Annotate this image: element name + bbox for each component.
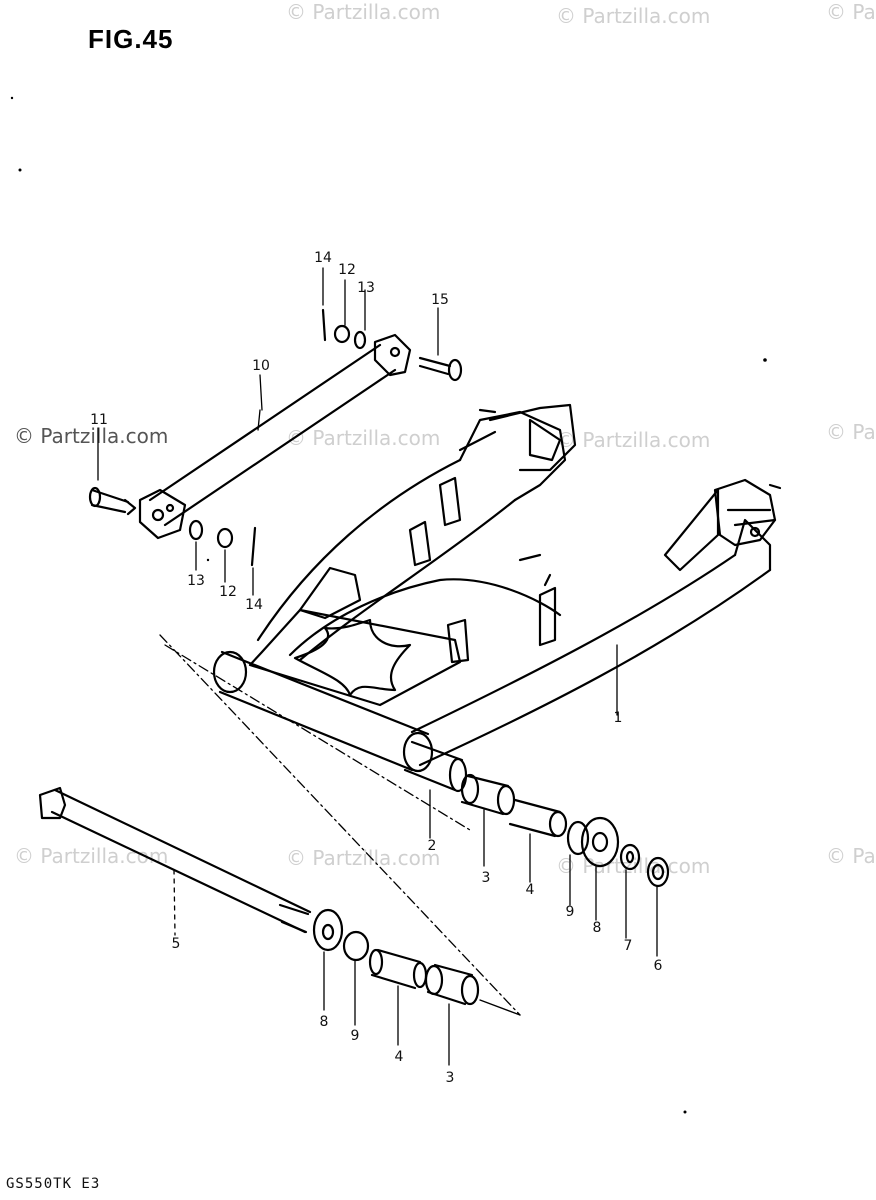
callout-15: 15 bbox=[431, 292, 449, 308]
callout-12: 12 bbox=[338, 262, 356, 278]
callout-4: 4 bbox=[394, 1049, 404, 1065]
callout-13: 13 bbox=[187, 573, 205, 589]
specks bbox=[10, 96, 767, 1114]
figure-title: FIG.45 bbox=[88, 24, 174, 54]
leader-lines bbox=[97, 267, 658, 1066]
callout-11: 11 bbox=[90, 412, 108, 428]
callout-9: 9 bbox=[350, 1028, 360, 1044]
callout-1: 1 bbox=[613, 710, 623, 726]
watermark-partial: © Pa bbox=[826, 0, 876, 24]
watermark-partial: © Pa bbox=[826, 844, 876, 868]
watermark: © Partzilla.com bbox=[556, 4, 711, 28]
callout-8: 8 bbox=[592, 920, 602, 936]
callout-4: 4 bbox=[525, 882, 535, 898]
torque-rod bbox=[138, 333, 412, 540]
watermark: © Partzilla.com bbox=[14, 424, 169, 448]
watermark: © Partzilla.com bbox=[286, 0, 441, 24]
callout-13: 13 bbox=[357, 280, 375, 296]
callout-12: 12 bbox=[219, 584, 237, 600]
callout-7: 7 bbox=[623, 938, 633, 954]
callout-3: 3 bbox=[481, 870, 491, 886]
callout-14: 14 bbox=[314, 250, 332, 266]
watermark-partial: © Pa bbox=[826, 420, 876, 444]
callout-5: 5 bbox=[171, 936, 181, 952]
watermark: © Partzilla.com bbox=[286, 426, 441, 450]
model-code: GS550TK E3 bbox=[6, 1176, 101, 1192]
callout-2: 2 bbox=[427, 838, 437, 854]
callout-8: 8 bbox=[319, 1014, 329, 1030]
callout-9: 9 bbox=[565, 904, 575, 920]
swingarm bbox=[212, 403, 782, 773]
watermark: © Partzilla.com bbox=[556, 428, 711, 452]
callout-14: 14 bbox=[245, 597, 263, 613]
callout-6: 6 bbox=[653, 958, 663, 974]
callout-3: 3 bbox=[445, 1070, 455, 1086]
callout-10: 10 bbox=[252, 358, 270, 374]
hardware bbox=[38, 308, 670, 1006]
